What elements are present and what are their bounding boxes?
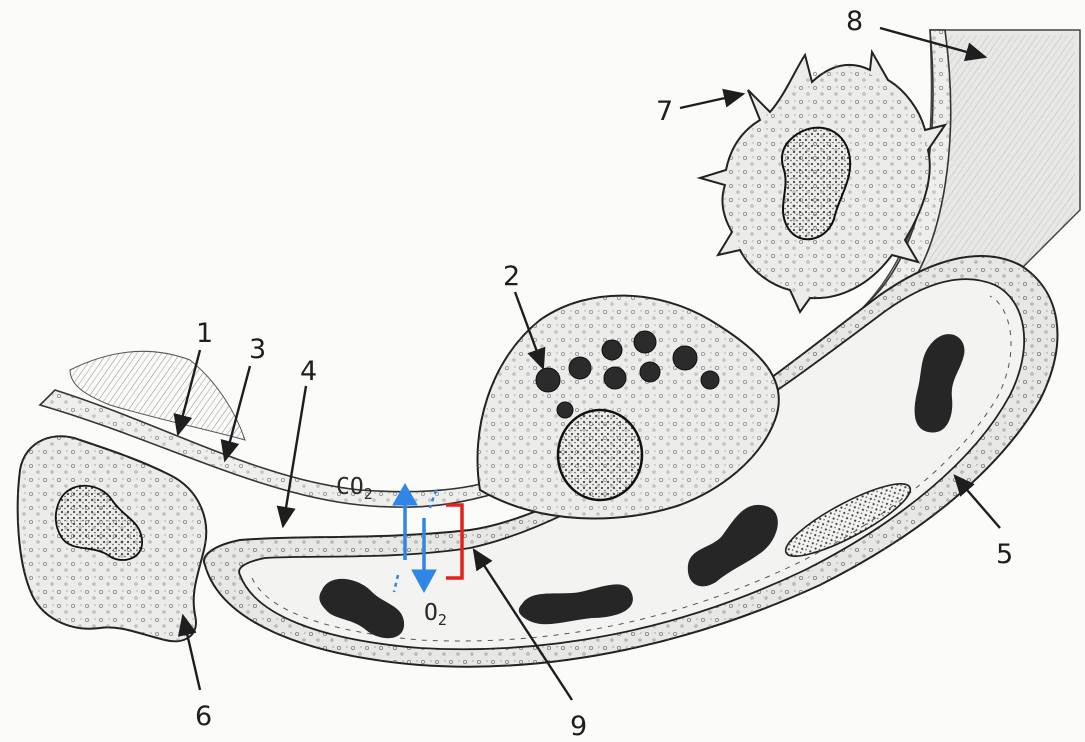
arrow-7: [680, 94, 743, 108]
arrow-4: [283, 386, 306, 526]
co2-label: CO2: [336, 474, 373, 503]
label-7: 7: [656, 96, 673, 127]
label-6: 6: [195, 701, 212, 732]
label-4: 4: [300, 356, 317, 387]
arrow-5: [955, 476, 1000, 528]
fibrous-tissue-left: [70, 351, 245, 440]
type-ii-nucleus: [558, 410, 642, 500]
label-2: 2: [503, 261, 520, 292]
label-3: 3: [249, 334, 266, 365]
label-1: 1: [196, 318, 213, 349]
label-5: 5: [996, 539, 1013, 570]
label-8: 8: [846, 6, 863, 37]
label-9: 9: [570, 711, 587, 742]
